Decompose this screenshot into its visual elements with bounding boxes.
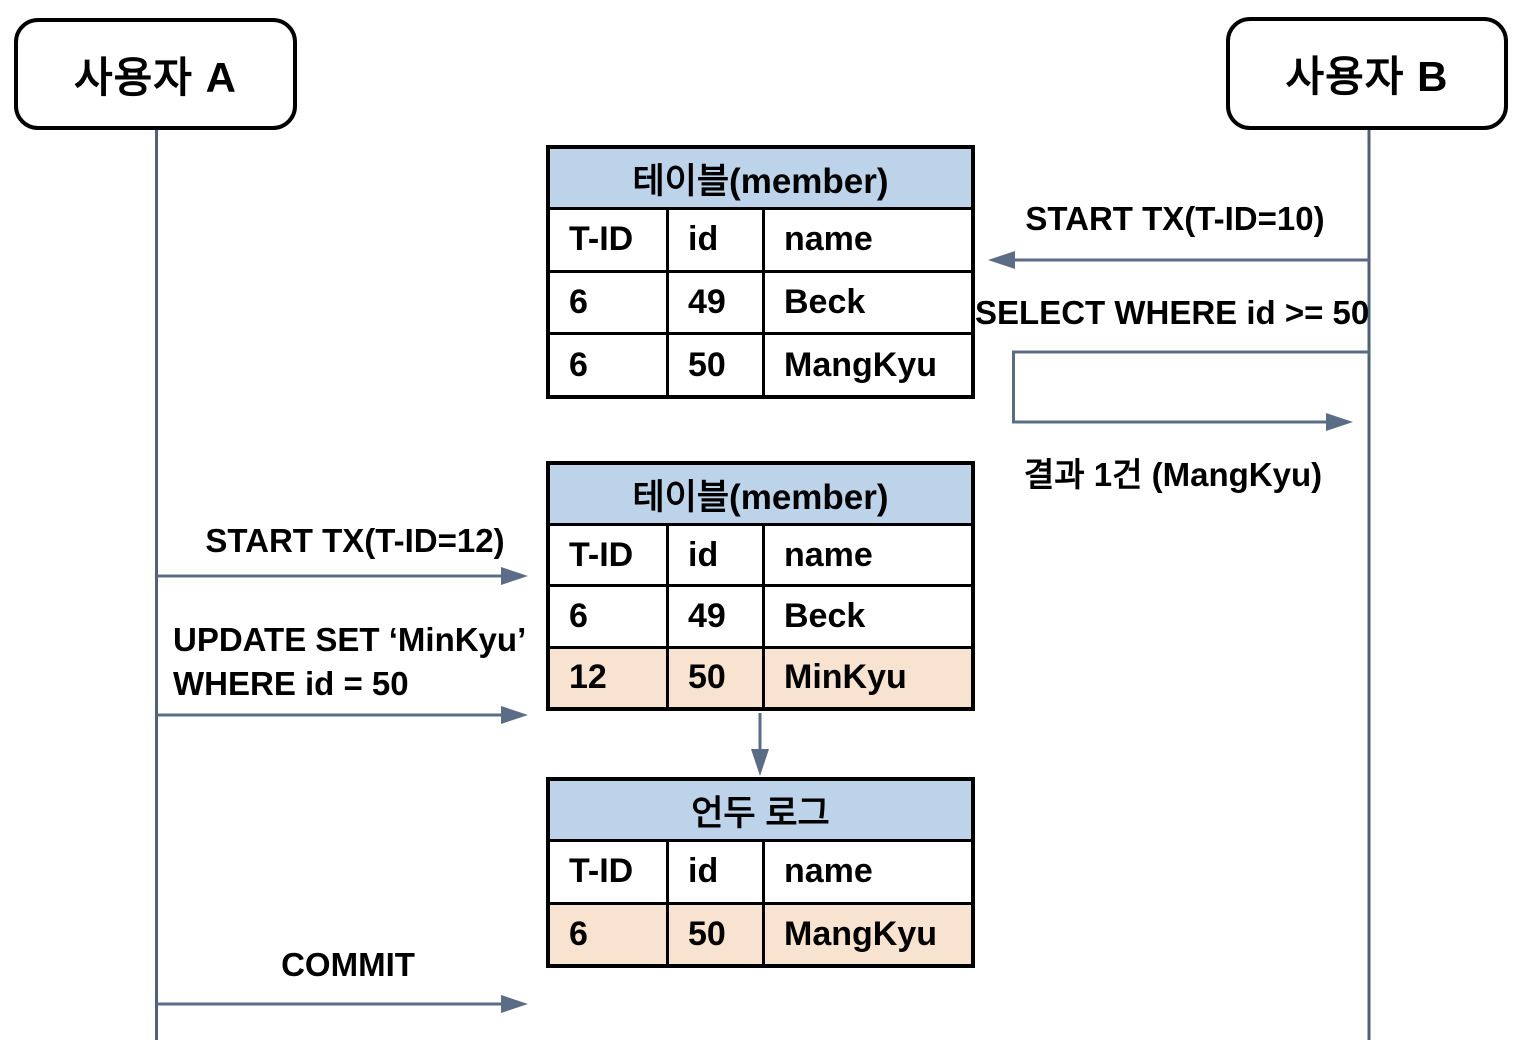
table-member-initial: 테이블(member) T-ID id name 6 49 Beck 6 50 …: [546, 145, 975, 399]
cell-tid: 6: [550, 335, 669, 396]
table-header-row: T-ID id name: [550, 210, 971, 273]
table-header-row: T-ID id name: [550, 526, 971, 588]
cell-tid: 6: [550, 272, 669, 333]
message-a-update-line2: WHERE id = 50: [173, 665, 409, 702]
actor-user-b-label: 사용자 B: [1285, 53, 1449, 100]
cell-name: MangKyu: [784, 914, 937, 953]
arrow-b-select-head: [1326, 413, 1353, 431]
actor-user-b: 사용자 B: [1226, 17, 1508, 130]
arrow-b-select-bracket: [1012, 350, 1369, 424]
table-member-updated: 테이블(member) T-ID id name 6 49 Beck 12 50…: [546, 461, 975, 711]
arrow-a-start-tx-head: [501, 567, 528, 585]
table-header-row: T-ID id name: [550, 842, 971, 905]
message-a-update: UPDATE SET ‘MinKyu’ WHERE id = 50: [173, 618, 526, 706]
arrow-a-commit-head: [501, 995, 528, 1013]
table-row: 6 50 MangKyu: [550, 335, 971, 396]
cell-id: 49: [669, 272, 765, 333]
arrow-a-update-head: [501, 706, 528, 724]
cell-tid: 12: [550, 648, 669, 707]
message-b-start-tx: START TX(T-ID=10): [1025, 200, 1325, 237]
table-row-highlighted: 6 50 MangKyu: [550, 904, 971, 964]
table-title: 언두 로그: [550, 781, 971, 842]
table-title: 테이블(member): [550, 465, 971, 526]
cell-name: MangKyu: [784, 345, 937, 384]
table-row: 6 49 Beck: [550, 587, 971, 649]
cell-name: Beck: [784, 596, 866, 635]
cell-id: 50: [669, 904, 765, 964]
cell-id: 50: [669, 335, 765, 396]
cell-id: 50: [669, 648, 765, 707]
arrow-to-undo-log-head: [751, 749, 769, 776]
column-header: T-ID: [550, 526, 669, 585]
column-header: T-ID: [550, 210, 669, 270]
table-row-highlighted: 12 50 MinKyu: [550, 648, 971, 707]
table-undo-log: 언두 로그 T-ID id name 6 50 MangKyu: [546, 777, 975, 968]
message-a-commit: COMMIT: [281, 946, 415, 983]
column-header: name: [784, 852, 873, 891]
actor-user-a: 사용자 A: [14, 18, 297, 130]
message-a-update-line1: UPDATE SET ‘MinKyu’: [173, 621, 527, 658]
column-header: name: [784, 220, 873, 259]
cell-name: Beck: [784, 283, 866, 321]
cell-name: MinKyu: [784, 658, 907, 697]
actor-user-a-label: 사용자 A: [74, 53, 237, 101]
message-b-select: SELECT WHERE id >= 50: [975, 294, 1370, 331]
message-b-result: 결과 1건 (MangKyu): [1023, 456, 1323, 493]
cell-id: 49: [669, 587, 765, 646]
table-row: 6 49 Beck: [550, 272, 971, 336]
column-header: id: [669, 210, 765, 270]
cell-tid: 6: [550, 587, 669, 646]
column-header: id: [669, 842, 765, 902]
cell-tid: 6: [550, 904, 669, 964]
arrow-b-start-tx-head: [988, 251, 1015, 269]
table-title: 테이블(member): [550, 149, 971, 210]
column-header: name: [784, 535, 873, 574]
column-header: id: [669, 526, 765, 585]
message-a-start-tx: START TX(T-ID=12): [205, 522, 505, 559]
column-header: T-ID: [550, 842, 669, 902]
